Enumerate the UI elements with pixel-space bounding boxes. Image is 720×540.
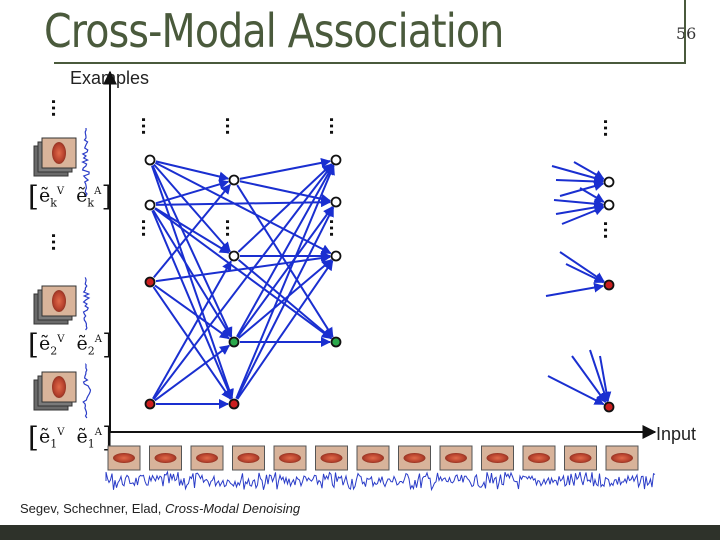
arrow-a1-b3 [151, 165, 233, 338]
arrow-a4-c1 [152, 163, 334, 400]
node-c2 [330, 196, 342, 208]
example-waveform-2 [82, 363, 92, 419]
arrow-a2-c2 [155, 197, 332, 208]
input-frame-lips-7 [362, 453, 384, 463]
node-c4 [330, 336, 342, 348]
arrow-into-d1-1 [555, 176, 605, 187]
input-frame-lips-6 [320, 453, 343, 463]
arrow-a1-b2 [153, 163, 231, 253]
input-audio-waveform [105, 470, 656, 492]
association-arrows [151, 157, 612, 409]
arrow-a2-b1 [155, 179, 230, 205]
example-stack-1 [33, 371, 77, 411]
association-nodes [144, 154, 615, 413]
title-right-rule [684, 0, 686, 64]
node-d1 [603, 176, 615, 188]
node-a4 [144, 398, 156, 410]
input-frame-lips-1 [113, 453, 135, 463]
example-waveform-0 [81, 127, 90, 197]
input-frame-lips-12 [569, 453, 592, 463]
example-vector-label-2: [ẽ2V ẽ2A] [28, 328, 113, 361]
input-frame-lips-13 [611, 453, 633, 463]
arrow-b3-c3 [237, 259, 333, 339]
arrow-a4-b2 [152, 260, 232, 400]
node-a3 [144, 276, 156, 288]
arrow-into-d2-0 [553, 198, 605, 209]
citation-authors: Segev, Schechner, Elad, [20, 501, 166, 516]
input-frame-lips-10 [486, 453, 509, 463]
arrow-a2-b3 [152, 209, 232, 338]
slide-title: Cross-Modal Association [44, 4, 504, 58]
page-number: 56 [676, 24, 697, 43]
footer-bar [0, 525, 720, 540]
arrow-a2-b4 [151, 210, 233, 400]
node-b1 [228, 174, 240, 186]
node-b4 [228, 398, 240, 410]
example-audio-waveforms [81, 127, 92, 419]
arrow-into-d4-3 [599, 355, 612, 403]
arrow-a1-c3 [154, 161, 332, 255]
example-vector-label-k: [ẽkV ẽkA] [28, 180, 113, 213]
arrow-a4-b3 [154, 344, 230, 402]
arrow-b3-c2 [236, 206, 334, 338]
arrow-a2-c4 [154, 207, 332, 340]
arrow-into-d3-2 [565, 263, 605, 284]
title-underline [54, 62, 684, 64]
arrow-b4-c1 [235, 164, 335, 399]
arrow-into-d2-3 [579, 187, 605, 203]
node-c3 [330, 250, 342, 262]
input-axis-label: Input [656, 424, 697, 444]
input-frame-lips-8 [403, 453, 426, 463]
node-c1 [330, 154, 342, 166]
node-d3 [603, 279, 615, 291]
input-frame-lips-5 [279, 453, 301, 463]
arrow-into-d3-1 [559, 251, 605, 283]
input-frame-lips-2 [154, 453, 177, 463]
arrow-b4-c3 [236, 260, 334, 400]
citation: Segev, Schechner, Elad, Cross-Modal Deno… [20, 501, 300, 516]
arrow-into-d3-0 [545, 282, 605, 297]
arrow-b3-c1 [236, 164, 334, 338]
arrow-a3-b1 [153, 183, 231, 279]
arrow-a3-b4 [152, 286, 232, 400]
arrow-into-d2-2 [561, 205, 605, 225]
arrow-b2-c1 [237, 163, 333, 253]
input-frames [107, 445, 639, 471]
arrow-b1-c4 [236, 184, 334, 338]
arrow-a1-b1 [155, 160, 230, 182]
example-waveform-1 [82, 277, 91, 331]
arrow-a3-c3 [155, 253, 332, 283]
arrow-b4-c2 [235, 206, 335, 400]
arrow-a3-b3 [154, 284, 230, 340]
example-vector-label-1: [ẽ1V ẽ1A] [28, 421, 113, 454]
arrow-into-d1-3 [573, 161, 605, 180]
citation-title: Cross-Modal Denoising [165, 501, 301, 516]
input-frame-lips-4 [237, 453, 260, 463]
node-a2 [144, 199, 156, 211]
example-stack-2 [33, 285, 77, 325]
input-frame-lips-3 [196, 453, 218, 463]
input-waveform-path [105, 470, 656, 492]
example-stack-k [33, 137, 77, 177]
node-b2 [228, 250, 240, 262]
input-frame-lips-11 [528, 453, 550, 463]
node-d4 [603, 401, 615, 413]
input-frame-lips-9 [445, 453, 467, 463]
node-d2 [603, 199, 615, 211]
arrow-b1-c1 [239, 157, 332, 180]
node-b3 [228, 336, 240, 348]
node-a1 [144, 154, 156, 166]
arrow-into-d4-0 [547, 375, 605, 406]
